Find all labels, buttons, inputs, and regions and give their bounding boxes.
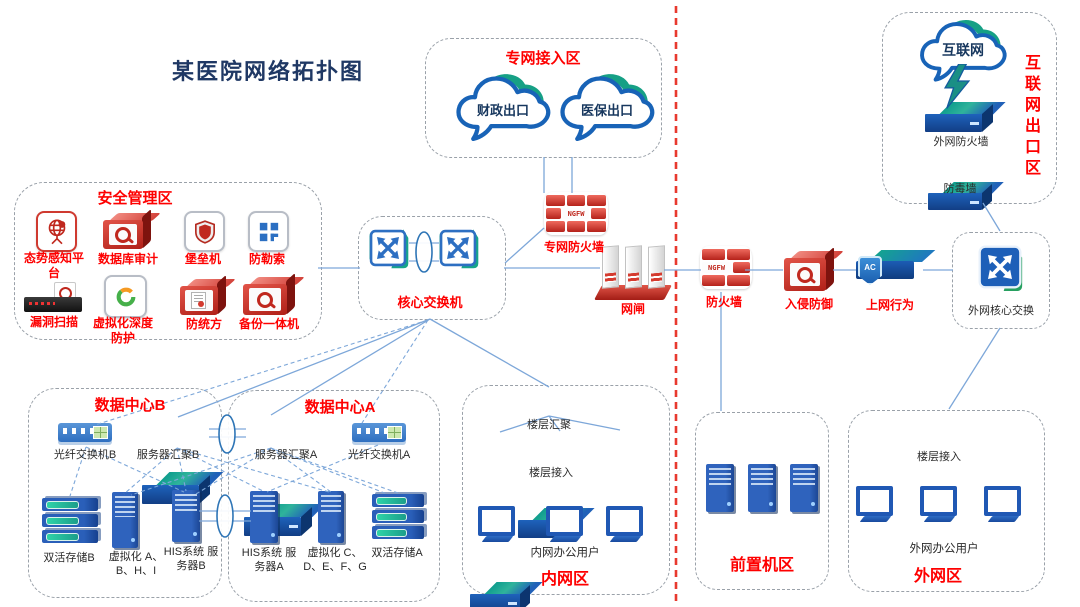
device-label: 外网防火墙 [933,136,989,148]
device-label: HIS系统 服务器A [241,547,297,573]
cloud-label: 医保出口 [580,103,633,118]
vuln-scan-icon [24,282,82,312]
device-label: 楼层汇聚 [527,419,571,431]
device-label: 光纤交换机A [347,449,411,461]
ext-firewall-icon [925,102,1006,132]
tower-server-icon [250,491,278,543]
cloud-icon [560,74,655,142]
anti-ransomware-icon [248,211,289,252]
zone-ext-core-box [952,232,1050,329]
device-label: 专网防火墙 [543,240,604,254]
desktop-icon [606,506,643,542]
ips-icon [784,246,844,291]
ngfw-text: NGFW [563,208,589,219]
core-switch-icon [369,229,409,269]
maze-icon [259,222,278,241]
device-label: 防统方 [185,317,222,331]
floor-access-switch-icon [470,582,543,607]
cloud-icon [456,74,551,142]
zone-title-datacenter-b: 数据中心B [94,397,166,414]
tower-server-icon [706,464,734,512]
zone-title-internet-exit: 互联网出口区 [1022,54,1039,180]
ext-core-switch-icon [978,245,1023,291]
device-label: 楼层接入 [529,467,573,479]
tower-server-icon [318,491,344,543]
page-title: 某医院网络拓扑图 [172,59,365,84]
device-label: 防毒墙 [943,183,977,195]
desktop-icon [984,486,1021,522]
device-label: 防勒索 [248,252,285,266]
device-label: 服务器汇聚A [254,449,318,461]
zone-title-extranet: 外网区 [913,568,962,585]
device-label: 楼层接入 [917,451,961,463]
device-label: 内网办公用户 [530,547,600,559]
lightning-icon [943,64,971,109]
magnifier-icon [796,266,813,283]
fiber-switch-icon [352,423,406,442]
zone-intranet-box [462,385,670,595]
db-audit-icon [103,208,161,249]
magnifier-icon [256,291,273,308]
zone-title-security: 安全管理区 [97,190,173,207]
device-label: 外网办公用户 [909,543,979,555]
device-label: HIS系统 服务器B [163,546,219,572]
fiber-switch-icon [58,423,112,442]
device-label: 光纤交换机B [53,449,117,461]
tower-server-icon [112,492,138,548]
zone-title-datacenter-a: 数据中心A [304,399,376,416]
zone-title-intranet: 内网区 [540,571,589,588]
desktop-icon [856,486,893,522]
cloud-label: 财政出口 [476,103,529,118]
device-label: 虚拟化 C、D、E、F、G [303,547,367,573]
device-label: 虚拟化深度防护 [92,316,153,345]
tower-server-icon [748,464,776,512]
tower-server-icon [790,464,818,512]
situational-awareness-icon [36,211,77,252]
zone-frontend-box [695,412,829,590]
core-switch-icon [439,229,479,269]
desktop-icon [920,486,957,522]
antivirus-wall-icon [928,182,1004,210]
ring-icon [116,287,135,306]
cloud-label: 互联网 [942,42,984,58]
device-label: 外网核心交换 [968,305,1034,317]
device-label: 上网行为 [865,298,914,312]
device-label: 网闸 [620,302,645,316]
firewall-icon: NGFW [700,246,752,289]
zone-title-private-access: 专网接入区 [505,50,581,67]
device-label: 堡垒机 [184,252,221,266]
desktop-icon [546,506,583,542]
behavior-mgmt-icon: AC [856,250,936,285]
device-label: 服务器汇聚B [136,449,200,461]
document-icon [191,292,207,309]
storage-icon [42,498,98,543]
device-label: 双活存储A [371,547,423,559]
device-label: 防火墙 [705,295,742,309]
device-label: 核心交换机 [397,295,463,310]
device-label: 数据库审计 [97,252,158,266]
zone-extranet-box [848,410,1045,592]
ac-shield-icon: AC [858,256,882,285]
private-firewall-icon: NGFW [544,192,608,235]
device-label: 双活存储B [43,552,95,564]
virt-protection-icon [104,275,147,318]
device-label: 备份一体机 [238,317,299,331]
desktop-icon [478,506,515,542]
anti-tongfang-icon [180,274,236,315]
ngfw-text: NGFW [702,262,731,273]
device-label: 入侵防御 [784,297,833,311]
zone-title-frontend: 前置机区 [729,557,794,574]
cloud-icon [920,19,1007,82]
bastion-host-icon [184,211,225,252]
globe-tripod-icon [48,219,65,244]
device-label: 漏洞扫描 [29,315,78,329]
device-label: 态势感知平台 [24,251,85,280]
backup-appliance-icon [243,272,305,315]
device-label: 虚拟化 A、B、H、I [108,551,164,577]
storage-icon [372,494,424,539]
magnifier-icon [114,226,131,243]
shield-icon [194,219,215,244]
tower-server-icon [172,490,200,542]
